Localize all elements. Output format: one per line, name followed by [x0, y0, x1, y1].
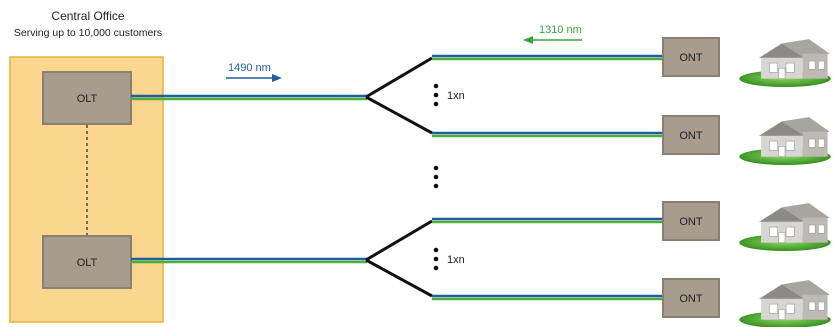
- ont-2: ONT: [662, 115, 720, 155]
- splitter-2: [365, 219, 433, 298]
- splitter-1: [365, 56, 433, 135]
- ont-1-label: ONT: [679, 52, 703, 64]
- splitter-1-ellipsis: [433, 83, 439, 107]
- house-icon: [738, 38, 832, 87]
- feeder-fiber-2: [131, 257, 367, 264]
- drop-fiber-3: [432, 217, 663, 224]
- central-office-subtitle: Serving up to 10,000 customers: [14, 27, 162, 39]
- splitter-2-ellipsis: [433, 247, 439, 271]
- splitter-2-label: 1xn: [447, 254, 465, 266]
- ont-4: ONT: [662, 278, 720, 318]
- splitter-1-label: 1xn: [447, 90, 465, 102]
- downstream-arrow-icon: [226, 74, 282, 82]
- house-icon: [738, 279, 832, 327]
- feeder-fiber-1: [131, 94, 367, 101]
- house-icon: [738, 116, 832, 165]
- olt-1-label: OLT: [77, 93, 98, 105]
- central-office-title: Central Office: [51, 9, 124, 23]
- ont-group-ellipsis: [433, 165, 439, 189]
- ont-2-label: ONT: [679, 130, 703, 142]
- ont-4-label: ONT: [679, 293, 703, 305]
- ont-3-label: ONT: [679, 216, 703, 228]
- olt-2: OLT: [42, 235, 132, 289]
- upstream-wavelength-label: 1310 nm: [539, 24, 582, 36]
- downstream-wavelength-label: 1490 nm: [228, 62, 271, 74]
- olt-1: OLT: [42, 71, 132, 125]
- upstream-arrow-icon: [523, 36, 582, 44]
- drop-fiber-2: [432, 131, 663, 138]
- olt-2-label: OLT: [77, 257, 98, 269]
- house-icon: [738, 202, 832, 251]
- drop-fiber-4: [432, 294, 663, 301]
- drop-fiber-1: [432, 54, 663, 61]
- ont-1: ONT: [662, 37, 720, 77]
- ont-3: ONT: [662, 201, 720, 241]
